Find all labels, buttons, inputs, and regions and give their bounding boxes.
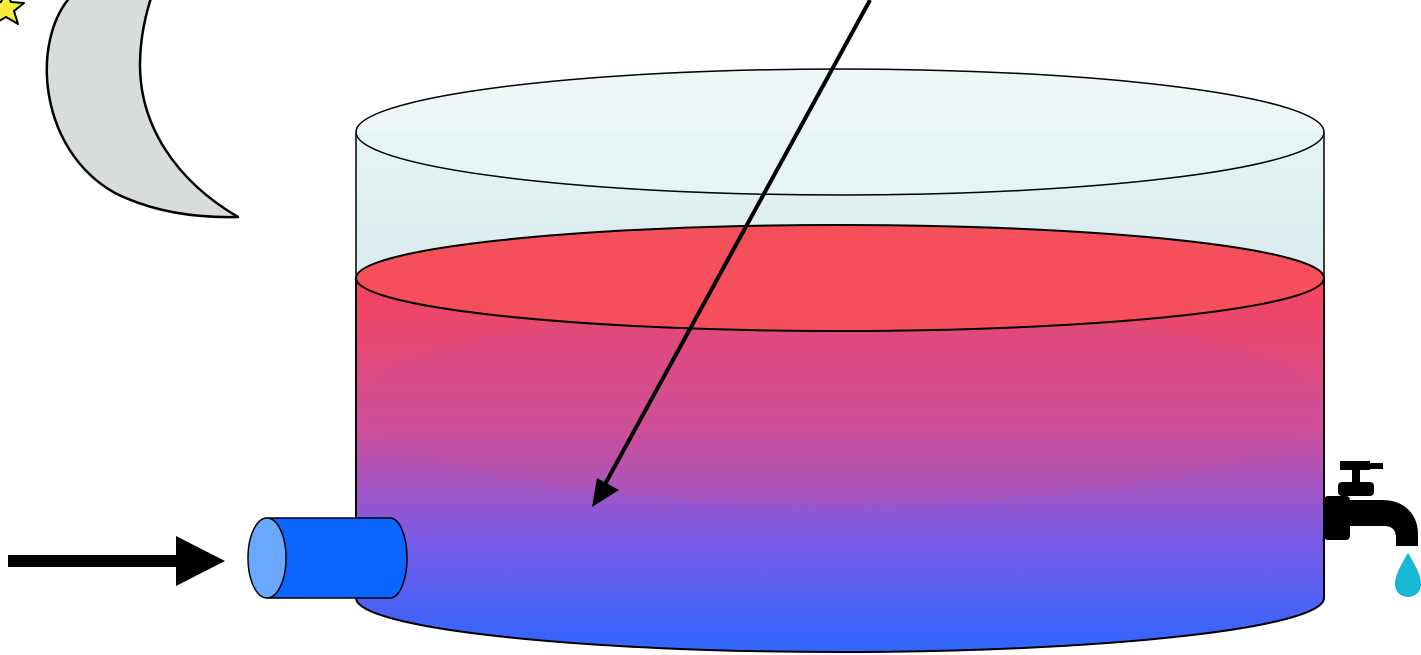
water-drop-icon bbox=[1395, 553, 1421, 597]
diagonal-arrow-icon bbox=[592, 0, 872, 507]
right-arrow-icon bbox=[8, 536, 225, 586]
crescent-moon-icon bbox=[45, 0, 240, 219]
pipe-icon bbox=[247, 517, 408, 599]
tank-top bbox=[355, 68, 1325, 196]
faucet-icon bbox=[1324, 461, 1418, 546]
water-surface bbox=[355, 224, 1325, 332]
star-icon bbox=[0, 0, 25, 25]
cylindrical-tank-icon bbox=[355, 68, 1325, 653]
